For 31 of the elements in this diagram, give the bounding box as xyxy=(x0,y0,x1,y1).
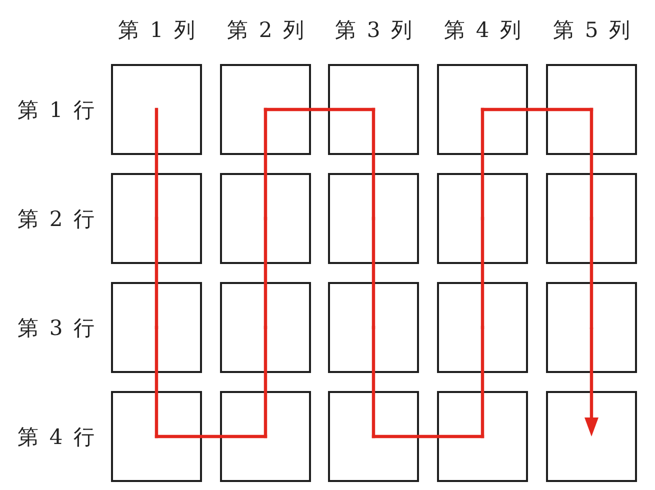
grid-cell xyxy=(220,391,311,482)
grid-cell xyxy=(437,64,528,155)
grid-cell xyxy=(546,173,637,264)
column-header: 第 5 列 xyxy=(552,17,631,43)
grid-cell xyxy=(111,64,202,155)
grid-cell xyxy=(111,173,202,264)
row-header: 第 4 行 xyxy=(16,424,96,450)
grid-cell xyxy=(546,64,637,155)
column-header: 第 3 列 xyxy=(334,17,413,43)
grid-cell xyxy=(111,391,202,482)
grid-cell xyxy=(437,173,528,264)
grid-cell xyxy=(328,173,419,264)
column-header: 第 1 列 xyxy=(117,17,196,43)
row-header: 第 1 行 xyxy=(16,96,96,122)
grid-cell xyxy=(328,282,419,373)
path-arrow xyxy=(584,328,598,436)
column-header: 第 4 列 xyxy=(443,17,522,43)
column-header: 第 2 列 xyxy=(226,17,305,43)
grid-cell xyxy=(328,64,419,155)
grid-cell xyxy=(437,391,528,482)
grid-cell xyxy=(328,391,419,482)
grid-cell xyxy=(546,282,637,373)
grid-cell xyxy=(220,64,311,155)
grid-cell xyxy=(111,282,202,373)
grid-cell xyxy=(220,173,311,264)
grid-cell xyxy=(546,391,637,482)
grid-cell xyxy=(220,282,311,373)
path-line xyxy=(590,216,594,330)
row-header: 第 2 行 xyxy=(16,206,96,232)
row-header: 第 3 行 xyxy=(16,314,96,340)
grid-cell xyxy=(437,282,528,373)
